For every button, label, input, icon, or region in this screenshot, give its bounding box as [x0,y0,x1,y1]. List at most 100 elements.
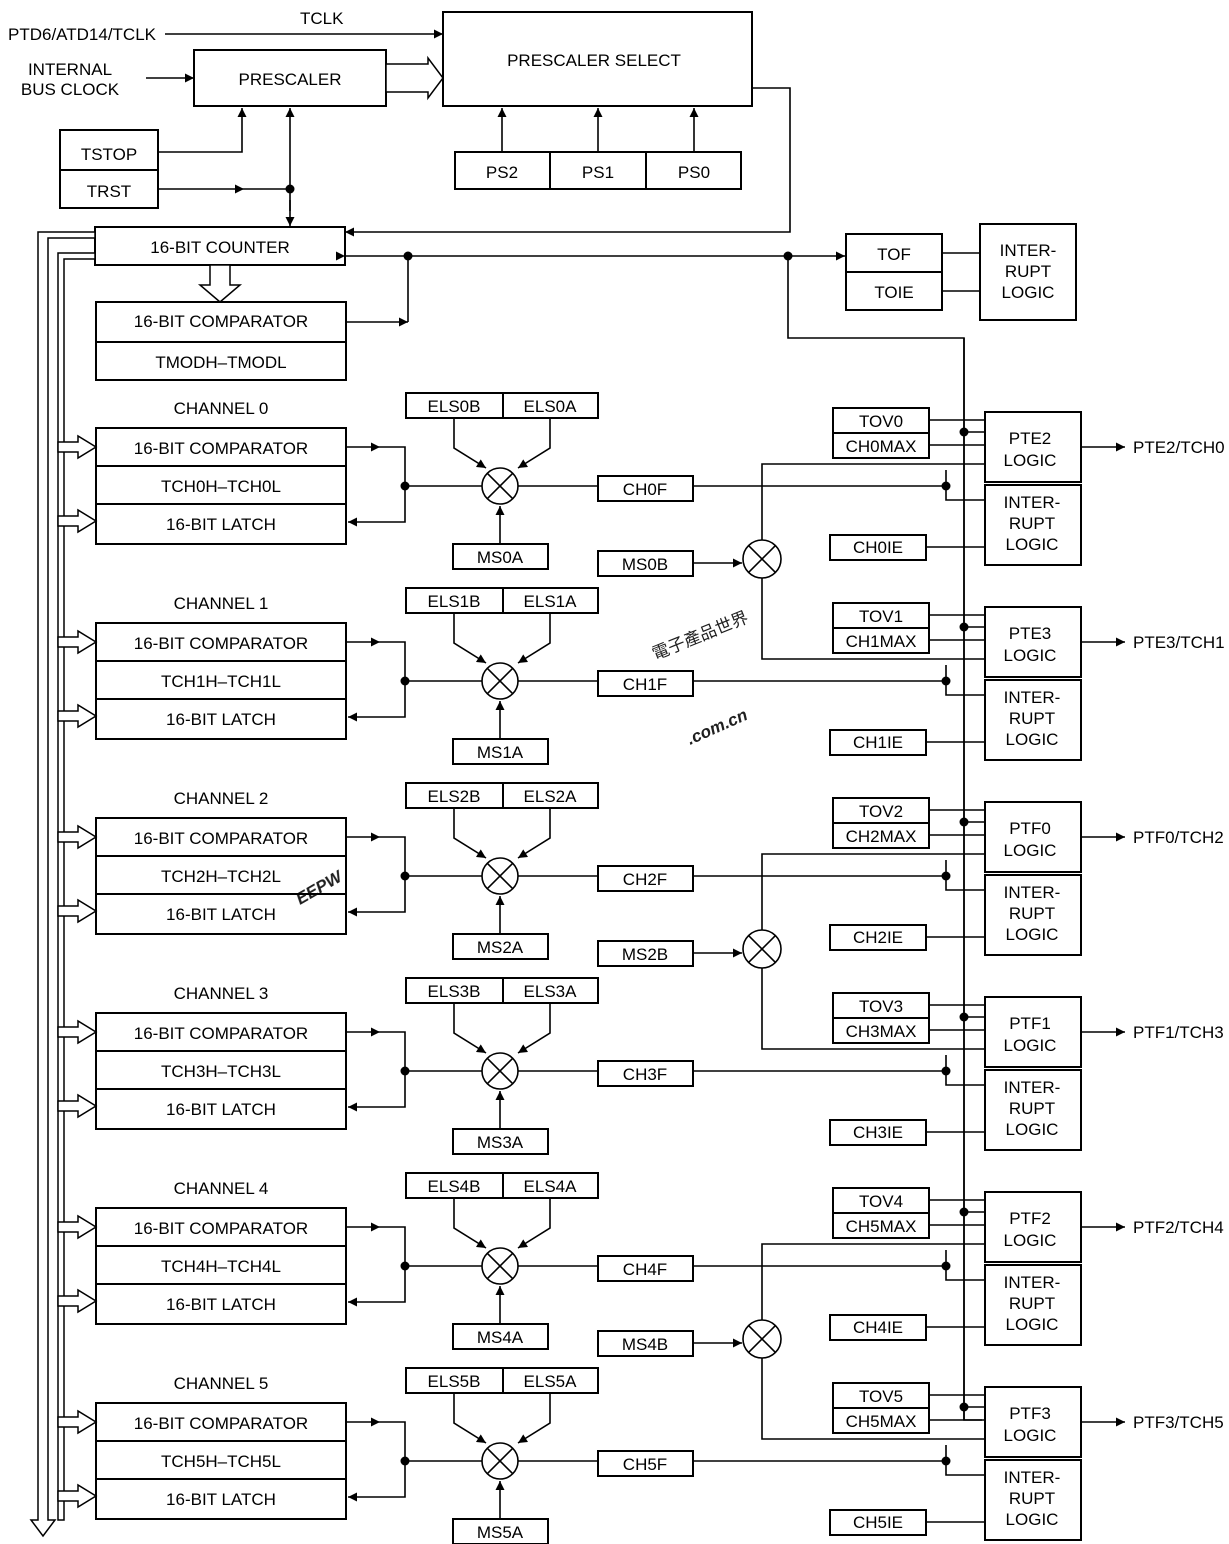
ch5-ie-label: CH5IE [853,1513,903,1532]
tmod-label: TMODH–TMODL [155,353,286,372]
ch0-latch-box [95,503,347,545]
ch0-mode-mux-x2 [748,545,776,573]
ch5-bus-to-comparator [57,1409,98,1435]
ch0-msb-label: MS0B [622,555,668,574]
ch5-tov-label: TOV5 [859,1387,903,1406]
ch4-comparator-label: 16-BIT COMPARATOR [134,1219,308,1238]
ch4-interrupt-box [984,1264,1082,1346]
ch0-tov-box [832,407,930,434]
ch1-elsb-line [453,613,487,664]
ch1-register-label: TCH1H–TCH1L [161,672,281,691]
ch1-msa-label: MS1A [477,743,524,762]
ch2-pin-logic-2: LOGIC [1004,841,1057,860]
ch5-register-label: TCH5H–TCH5L [161,1452,281,1471]
ch1-interrupt-box [984,679,1082,761]
ch2-title: CHANNEL 2 [174,789,269,808]
ch3-flag-to-int [945,1055,985,1086]
tof-box [845,233,943,273]
ch3-elsa-label: ELS3A [524,982,578,1001]
ch5-pin-label: PTF3/TCH5 [1133,1413,1224,1432]
ch1-latch-label: 16-BIT LATCH [166,710,276,729]
ch4-elsa-box [502,1172,599,1199]
ch4-msb-box [597,1330,694,1357]
top-comparator-box [95,301,347,343]
ch5-latch-box [95,1478,347,1520]
ch2-bus-to-latch [57,898,98,924]
ch5-flag-box [597,1450,694,1477]
ch4-flag-label: CH4F [623,1260,667,1279]
ch4-max-box [832,1212,930,1239]
ch4-elsa-label: ELS4A [524,1177,578,1196]
ch0-elsb-label: ELS0B [428,397,481,416]
ch2-flag-to-int [945,860,985,891]
ch4-pin-label: PTF2/TCH4 [1133,1218,1224,1237]
ch5-pin-logic-2: LOGIC [1004,1426,1057,1445]
ch4-pin-logic-2: LOGIC [1004,1231,1057,1250]
ch0-max-label: CH0MAX [846,437,917,456]
ch1-elsb-label: ELS1B [428,592,481,611]
ch2-bus-to-comparator [57,824,98,850]
ch5-bus-to-latch [57,1483,98,1509]
ch4-pin-logic-1: PTF2 [1009,1209,1051,1228]
ch4-msa-label: MS4A [477,1328,524,1347]
ch0-ie-label: CH0IE [853,538,903,557]
ch2-latch-label: 16-BIT LATCH [166,905,276,924]
ch3-latch-loop [348,1031,406,1112]
ch2-mux-to-next-pin [761,968,985,1050]
ch0-flag-to-int [945,470,985,501]
ch0-elsa-line [517,418,551,469]
top-interrupt-box [979,223,1077,321]
ch2-tov-label: TOV2 [859,802,903,821]
ch1-interrupt-3: LOGIC [1006,730,1059,749]
prescaler-label: PRESCALER [239,70,342,89]
ch2-ie-box [829,924,927,951]
ch0-elsa-label: ELS0A [524,397,578,416]
ch5-edge-mux-x2 [486,1447,514,1475]
ch3-ie-box [829,1119,927,1146]
ch4-title: CHANNEL 4 [174,1179,269,1198]
ch4-comparator-box [95,1207,347,1247]
ch3-flag-label: CH3F [623,1065,667,1084]
ch2-flag-label: CH2F [623,870,667,889]
ch2-interrupt-2: RUPT [1009,904,1055,923]
trst-box [59,169,159,209]
ch4-interrupt-1: INTER- [1004,1273,1061,1292]
tstop-line [158,108,247,153]
ch2-interrupt-3: LOGIC [1006,925,1059,944]
ch3-ie-label: CH3IE [853,1123,903,1142]
ch2-elsb-label: ELS2B [428,787,481,806]
ch0-interrupt-3: LOGIC [1006,535,1059,554]
ch4-bus-to-latch [57,1288,98,1314]
ch2-pin-logic-box [984,801,1082,873]
clock-to-counter-line [345,87,791,237]
ch0-pin-logic-2: LOGIC [1004,451,1057,470]
ch4-tov-label: TOV4 [859,1192,903,1211]
ch1-ie-label: CH1IE [853,733,903,752]
ch3-msa-label: MS3A [477,1133,524,1152]
ch4-latch-loop [348,1226,406,1307]
ch2-interrupt-box [984,874,1082,956]
ch4-msa-box [452,1323,549,1350]
ch4-msb-label: MS4B [622,1335,668,1354]
ch0-register-box [95,465,347,505]
ch5-interrupt-2: RUPT [1009,1489,1055,1508]
ch4-tov-box [832,1187,930,1214]
ch2-msb-box [597,940,694,967]
ch5-comparator-label: 16-BIT COMPARATOR [134,1414,308,1433]
ch1-flag-label: CH1F [623,675,667,694]
ch0-elsb-line [453,418,487,469]
ch3-pin-logic-box [984,996,1082,1068]
ch4-mux-to-next-pin [761,1358,985,1440]
ch2-elsb-line [453,808,487,859]
ch3-pin-logic-1: PTF1 [1009,1014,1051,1033]
toie-label: TOIE [874,283,913,302]
ch4-interrupt-2: RUPT [1009,1294,1055,1313]
ch1-elsa-line [517,613,551,664]
ch0-edge-mux-x2 [486,472,514,500]
ch3-pin-logic-2: LOGIC [1004,1036,1057,1055]
ch1-latch-box [95,698,347,740]
ch5-interrupt-1: INTER- [1004,1468,1061,1487]
ch3-register-box [95,1050,347,1090]
ch2-msa-label: MS2A [477,938,524,957]
ch3-tov-label: TOV3 [859,997,903,1016]
